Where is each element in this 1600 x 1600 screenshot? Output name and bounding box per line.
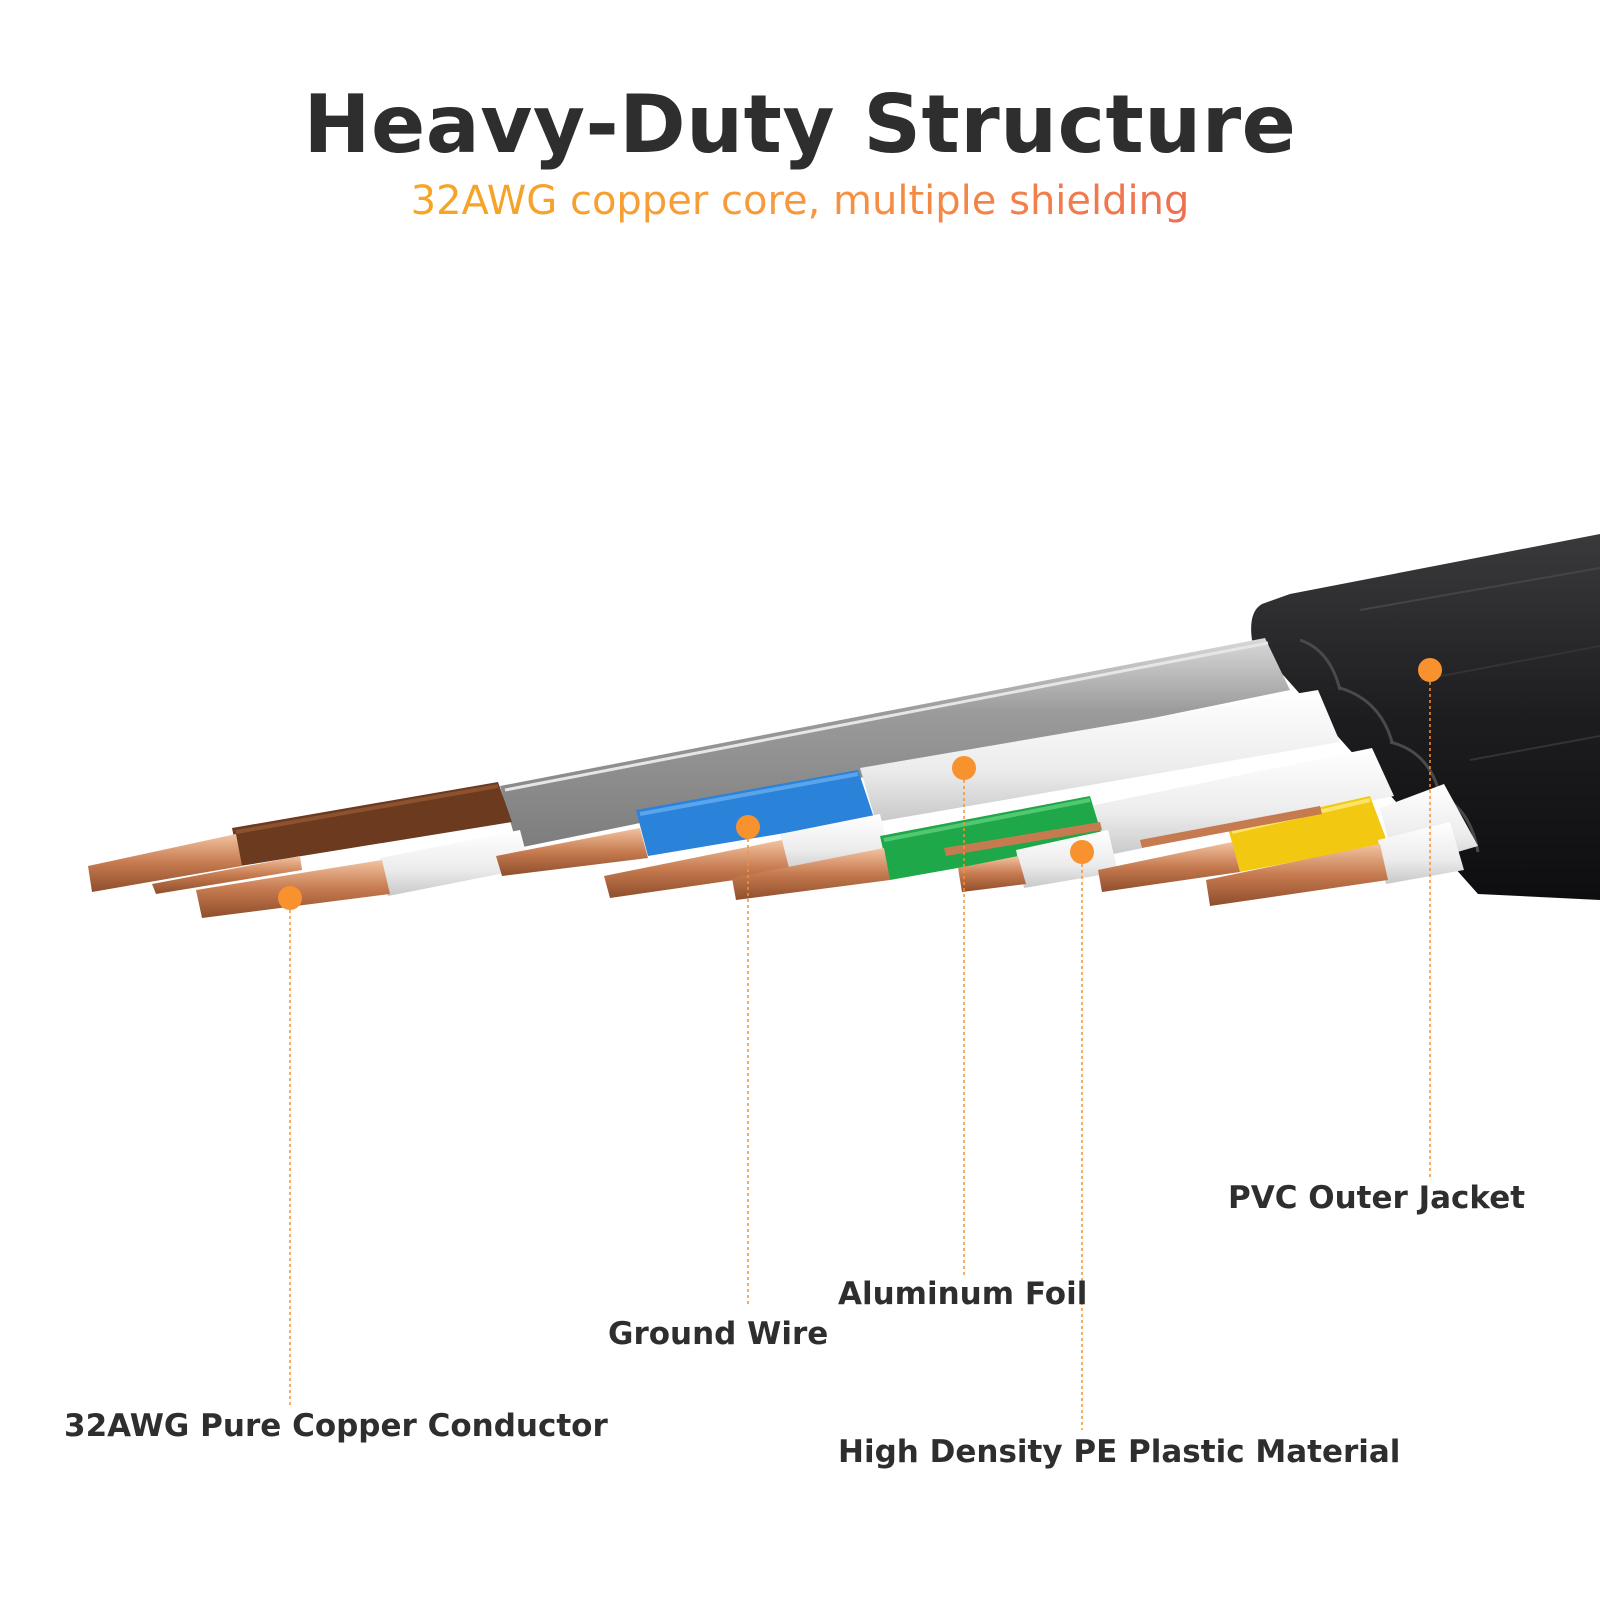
page-subtitle: 32AWG copper core, multiple shielding (0, 178, 1600, 224)
white-wire-pair-3 (1016, 830, 1118, 888)
copper-strands (88, 806, 1388, 918)
label-ground-wire: Ground Wire (608, 1316, 829, 1352)
white-wire-pair-1 (380, 830, 530, 896)
callout-pe-material (1070, 840, 1094, 1430)
brown-wire (232, 782, 512, 866)
foil-shield-pair-1 (500, 638, 1290, 848)
white-wire-pair-4 (1378, 822, 1464, 884)
foil-shield-pair-3 (1090, 748, 1394, 856)
label-conductor: 32AWG Pure Copper Conductor (64, 1408, 608, 1444)
label-pe-material: High Density PE Plastic Material (838, 1434, 1401, 1470)
callout-ground-wire (736, 815, 760, 1305)
blue-wire (636, 770, 874, 856)
callout-pvc-jacket (1418, 658, 1442, 1180)
page-title: Heavy-Duty Structure (303, 78, 1297, 171)
green-wire (880, 796, 1104, 880)
foil-shield-pair-2 (860, 690, 1340, 822)
label-pvc-jacket: PVC Outer Jacket (1228, 1180, 1526, 1216)
subtitle-text: 32AWG copper core, multiple shielding (410, 178, 1190, 224)
callout-aluminum-foil (952, 756, 976, 1275)
callout-conductor (278, 886, 302, 1405)
label-aluminum-foil: Aluminum Foil (838, 1276, 1088, 1312)
